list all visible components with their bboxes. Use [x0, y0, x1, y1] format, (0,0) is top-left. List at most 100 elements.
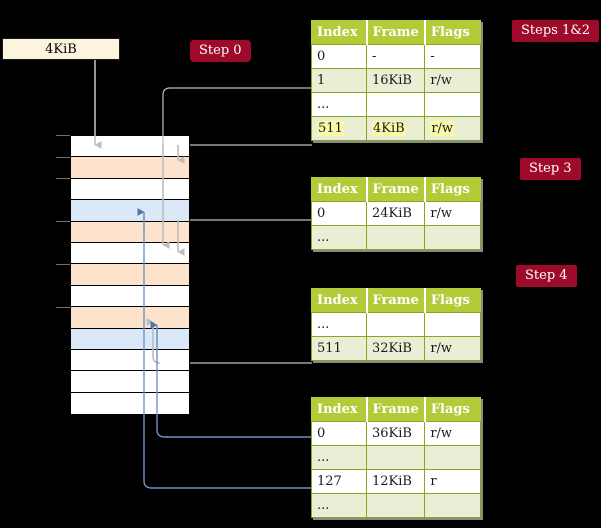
cell-flags	[424, 92, 482, 117]
memory-row	[71, 392, 189, 415]
cell-frame	[365, 493, 426, 518]
memory-row	[71, 307, 189, 329]
memory-row	[71, 371, 189, 393]
badge-step-4: Step 4	[516, 265, 577, 287]
cell-index: ...	[311, 445, 367, 470]
cell-flags: -	[424, 44, 482, 69]
cell-frame: -	[365, 44, 426, 69]
cell-index: ...	[311, 92, 367, 117]
cell-frame: 32KiB	[365, 336, 426, 361]
badge-step-4-label: Step 4	[525, 268, 568, 283]
badge-steps-1-2: Steps 1&2	[512, 20, 600, 42]
cell-flags	[424, 312, 482, 337]
table-header-row: Index Frame Flags	[311, 177, 482, 202]
memory-tick	[56, 135, 70, 136]
physical-memory-column	[70, 135, 190, 415]
column-header-index: Index	[311, 288, 367, 313]
cell-frame-value: 4KiB	[372, 121, 406, 136]
badge-step-0-label: Step 0	[199, 43, 242, 58]
memory-row	[71, 136, 189, 158]
cell-flags	[424, 225, 482, 250]
cell-index: ...	[311, 225, 367, 250]
cell-frame: 24KiB	[365, 201, 426, 226]
cell-frame: 36KiB	[365, 421, 426, 446]
column-header-index: Index	[311, 397, 367, 422]
table-header-row: Index Frame Flags	[311, 397, 482, 422]
memory-tick	[56, 264, 70, 265]
cell-index: 511	[311, 336, 367, 361]
column-header-index: Index	[311, 177, 367, 202]
badge-step-3: Step 3	[520, 158, 581, 180]
cell-flags: r/w	[424, 68, 482, 93]
cell-index: 511	[311, 116, 367, 141]
memory-tick	[56, 221, 70, 222]
memory-tick	[56, 178, 70, 179]
page-table-level-1: Index Frame Flags 0 24KiB r/w ...	[311, 177, 482, 250]
table-header-row: Index Frame Flags	[311, 20, 482, 45]
memory-row	[71, 264, 189, 286]
cell-flags: r	[424, 469, 482, 494]
table-row: ...	[311, 312, 482, 337]
cell-index: ...	[311, 493, 367, 518]
cell-flags: r/w	[424, 336, 482, 361]
cell-frame: 4KiB	[365, 116, 426, 141]
memory-row	[71, 242, 189, 265]
cell-index: ...	[311, 312, 367, 337]
memory-row	[71, 157, 189, 179]
cell-frame: 16KiB	[365, 68, 426, 93]
cell-flags: r/w	[424, 421, 482, 446]
cell-index-value: 511	[317, 121, 344, 136]
column-header-flags: Flags	[423, 288, 482, 313]
cell-flags: r/w	[424, 116, 482, 141]
column-header-frame: Frame	[365, 397, 426, 422]
table-row: ...	[311, 445, 482, 470]
memory-tick	[56, 307, 70, 308]
memory-row	[71, 221, 189, 243]
virtual-address-label: 4KiB	[45, 41, 77, 57]
cell-flags: r/w	[424, 201, 482, 226]
memory-row	[71, 328, 189, 350]
cell-flags	[424, 445, 482, 470]
memory-row	[71, 178, 189, 201]
cell-index: 0	[311, 421, 367, 446]
cell-flags-value: r/w	[430, 121, 455, 136]
cell-frame	[365, 445, 426, 470]
memory-row	[71, 200, 189, 222]
table-row: ...	[311, 225, 482, 250]
table-row: 0 36KiB r/w	[311, 421, 482, 446]
cell-index: 127	[311, 469, 367, 494]
cell-frame	[365, 92, 426, 117]
badge-step-3-label: Step 3	[529, 161, 572, 176]
page-table-level-3: Index Frame Flags 0 36KiB r/w ... 127 12…	[311, 397, 482, 518]
column-header-frame: Frame	[365, 288, 426, 313]
memory-tick	[56, 157, 70, 158]
badge-steps-1-2-label: Steps 1&2	[521, 23, 591, 38]
virtual-address-box: 4KiB	[2, 38, 120, 60]
column-header-frame: Frame	[365, 20, 426, 45]
column-header-flags: Flags	[423, 20, 482, 45]
badge-step-0: Step 0	[190, 40, 251, 62]
cell-frame	[365, 312, 426, 337]
cell-index: 0	[311, 44, 367, 69]
column-header-frame: Frame	[365, 177, 426, 202]
memory-row	[71, 285, 189, 308]
cell-flags	[424, 493, 482, 518]
table-header-row: Index Frame Flags	[311, 288, 482, 313]
table-row: ...	[311, 493, 482, 518]
memory-row	[71, 349, 189, 372]
column-header-flags: Flags	[423, 177, 482, 202]
table-row: 1 16KiB r/w	[311, 68, 482, 93]
page-table-level-0: Index Frame Flags 0 - - 1 16KiB r/w ... …	[311, 20, 482, 141]
page-table-level-2: Index Frame Flags ... 511 32KiB r/w	[311, 288, 482, 361]
cell-index: 0	[311, 201, 367, 226]
table-row: 0 - -	[311, 44, 482, 69]
table-row: 511 32KiB r/w	[311, 336, 482, 361]
cell-index: 1	[311, 68, 367, 93]
column-header-flags: Flags	[423, 397, 482, 422]
cell-frame: 12KiB	[365, 469, 426, 494]
table-row: 0 24KiB r/w	[311, 201, 482, 226]
column-header-index: Index	[311, 20, 367, 45]
table-row: 511 4KiB r/w	[311, 116, 482, 141]
table-row: 127 12KiB r	[311, 469, 482, 494]
